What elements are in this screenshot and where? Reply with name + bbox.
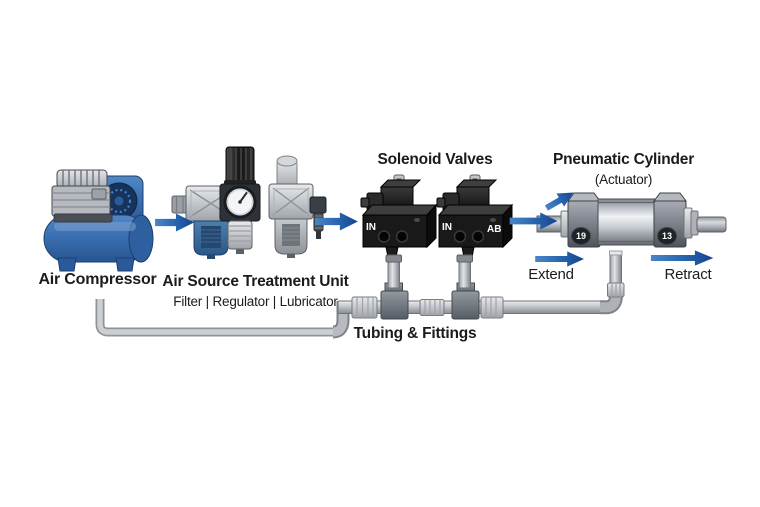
regulator-unit bbox=[219, 146, 261, 254]
supply-tube bbox=[95, 299, 337, 337]
compressor-motor bbox=[51, 169, 113, 223]
flow-arrow-exhaust-diagonal bbox=[544, 192, 574, 211]
tee-fitting-1 bbox=[380, 282, 409, 320]
coupling-fitting bbox=[419, 299, 445, 316]
compressor-leg bbox=[57, 257, 77, 272]
cylinder-barrel bbox=[597, 198, 657, 246]
retract-arrow bbox=[650, 250, 714, 266]
front-cap-badge: 19 bbox=[576, 231, 586, 241]
extend-arrow bbox=[535, 251, 584, 267]
valve2-port-hole bbox=[471, 230, 485, 243]
solenoid-valves-label: Solenoid Valves bbox=[377, 151, 493, 168]
valve1-port-hole bbox=[377, 230, 391, 243]
riser-to-cylinder bbox=[607, 250, 625, 298]
solenoid-valves-illustration: IN IN AB bbox=[360, 174, 514, 258]
pneumatic-cylinder-sublabel: (Actuator) bbox=[594, 172, 653, 187]
retract-annotation: Retract bbox=[664, 266, 712, 283]
piston-rod-rear bbox=[696, 216, 727, 233]
air-treatment-unit-illustration bbox=[171, 146, 327, 259]
riser-to-valve-2 bbox=[456, 254, 473, 289]
flow-arrow-valves-to-cylinder bbox=[509, 212, 558, 230]
regulator-knob bbox=[225, 146, 255, 184]
air-compressor-illustration bbox=[43, 169, 154, 272]
elbow-fitting-left bbox=[332, 301, 350, 339]
valve2-port-ab-label: AB bbox=[487, 224, 501, 235]
pressure-gauge bbox=[223, 185, 257, 219]
flow-arrow-treatment-to-valves bbox=[315, 212, 358, 231]
compressor-leg bbox=[115, 257, 135, 272]
pneumatic-cylinder-illustration: 19 13 bbox=[536, 192, 727, 248]
compression-nut-2 bbox=[480, 296, 504, 319]
air-compressor-label: Air Compressor bbox=[38, 271, 157, 288]
valve1-port-hole bbox=[395, 230, 409, 243]
flow-arrow-compressor-to-treatment bbox=[155, 213, 194, 232]
solenoid-valve-2: IN AB bbox=[436, 174, 514, 258]
solenoid-valve-1: IN bbox=[360, 174, 438, 258]
cylinder-rear-cap: 13 bbox=[653, 192, 687, 248]
extend-annotation: Extend bbox=[528, 266, 574, 283]
treatment-unit-sublabel: Filter | Regulator | Lubricator bbox=[173, 294, 338, 309]
pneumatic-cylinder-label: Pneumatic Cylinder bbox=[552, 151, 695, 168]
tubing-illustration bbox=[95, 250, 625, 339]
rear-cap-badge: 13 bbox=[662, 231, 672, 241]
compression-nut-1 bbox=[351, 296, 378, 319]
tubing-label: Tubing & Fittings bbox=[353, 325, 477, 342]
riser-to-valve-1 bbox=[385, 254, 402, 289]
valve2-port-hole bbox=[453, 230, 467, 243]
valve1-port-in-label: IN bbox=[366, 222, 376, 233]
treatment-unit-label: Air Source Treatment Unit bbox=[162, 273, 349, 290]
cylinder-front-cap: 19 bbox=[567, 192, 601, 248]
valve2-port-in-label: IN bbox=[442, 222, 452, 233]
